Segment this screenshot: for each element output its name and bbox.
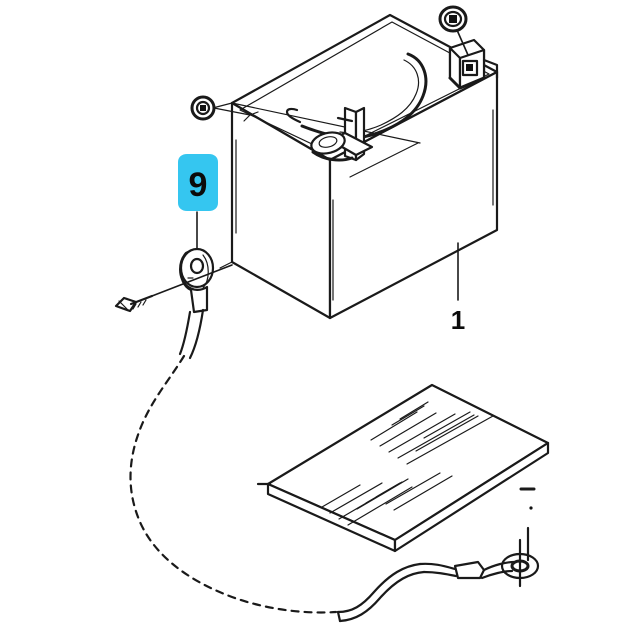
cable-ring-terminal-right xyxy=(480,538,540,588)
hex-nut-upper-right xyxy=(438,5,469,56)
hex-nut-upper-left xyxy=(190,95,259,122)
tray-edge-right xyxy=(393,441,550,553)
cable-solid-lower-d xyxy=(422,570,458,578)
callout-1[interactable]: 1 xyxy=(451,305,465,335)
cable-solid-lower-b xyxy=(338,570,426,623)
callout-9-label: 9 xyxy=(189,166,208,204)
battery-ground-cable xyxy=(129,308,486,623)
nut-left-hole xyxy=(200,105,206,111)
terminal-bolt xyxy=(114,264,233,313)
callout-9[interactable]: 9 xyxy=(178,154,218,211)
bolt-thread-2 xyxy=(137,301,142,308)
battery-hold-down-clamp xyxy=(310,106,374,162)
nut-left-leader-a xyxy=(213,107,251,116)
clamp-shadow xyxy=(311,150,354,162)
battery-lid-lip xyxy=(239,21,490,154)
battery-top-guide-diag xyxy=(231,102,421,144)
lug-ring-hole xyxy=(189,257,205,275)
bracket-tab xyxy=(482,58,499,80)
right-lug-neck-a xyxy=(482,560,516,572)
strap-left-hook xyxy=(285,107,302,124)
callout-1-label: 1 xyxy=(451,305,465,335)
bolt-shank xyxy=(129,294,154,306)
bolt-leader xyxy=(151,264,233,297)
battery-top-guide-diag2 xyxy=(349,142,419,178)
cable-ring-terminal-left xyxy=(179,247,215,314)
right-lug-neck-b xyxy=(480,569,514,580)
clamp-arm xyxy=(336,116,354,123)
battery xyxy=(204,13,499,320)
callout-9-badge xyxy=(178,154,218,211)
battery-right-face xyxy=(328,70,499,320)
cable-solid-upper-a xyxy=(178,310,192,356)
tray-hatch-upper xyxy=(370,401,494,465)
battery-tray-mat xyxy=(256,383,550,553)
cable-solid-upper-b xyxy=(188,308,205,360)
bolt-head-face xyxy=(118,300,128,310)
cable-solid-lower-c xyxy=(418,562,457,571)
tray-side-dot xyxy=(529,506,533,510)
tray-top-face xyxy=(266,383,550,542)
battery-bottom-guide xyxy=(219,261,233,269)
tray-hatch-lower xyxy=(321,472,453,526)
cable-crimp-ferrule xyxy=(453,560,486,580)
nut-right-hole xyxy=(449,15,457,23)
nut-right-leader xyxy=(456,29,469,56)
lug-ring-shade xyxy=(202,254,209,289)
terminal-bracket xyxy=(448,38,499,90)
bolt-thread-3 xyxy=(142,299,147,306)
cable-dashed-run xyxy=(129,354,338,614)
nut-left-leader-c xyxy=(249,111,259,116)
clamp-washer-hole xyxy=(318,136,338,148)
nut-left-leader-b xyxy=(243,114,251,122)
cable-lower-cap xyxy=(336,610,342,623)
cable-solid-lower-a xyxy=(336,562,422,614)
bolt-thread-1 xyxy=(132,303,137,310)
bracket-lower-lip xyxy=(448,76,486,90)
bracket-stud xyxy=(466,64,473,71)
